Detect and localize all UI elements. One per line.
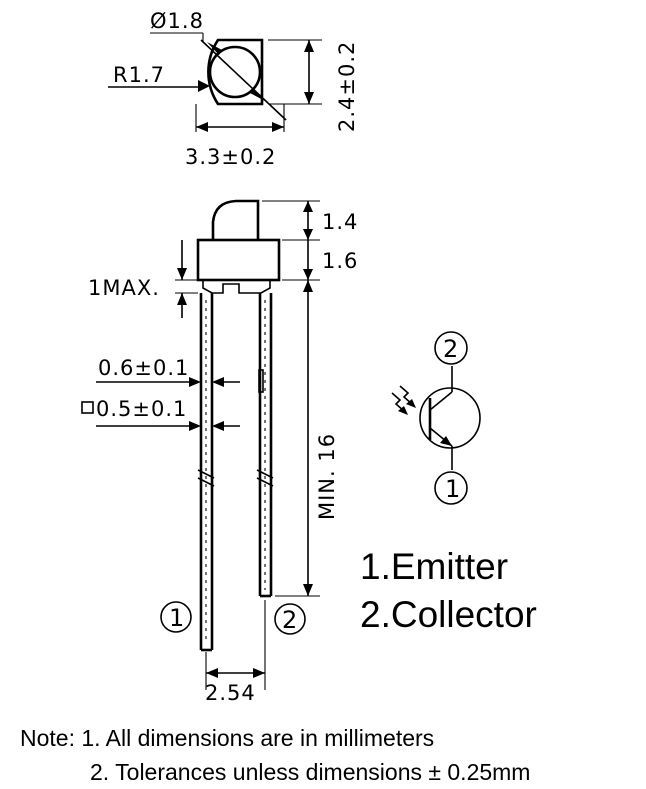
lead-width-label: 0.6±0.1 xyxy=(98,356,189,380)
note-line-1: Note: 1. All dimensions are in millimete… xyxy=(20,725,434,751)
emitter-pin-marker xyxy=(434,471,468,505)
emitter-pin-label: 1 xyxy=(445,475,460,503)
top-view: Ø1.8 R1.7 3.3±0.2 2.4±0.2 xyxy=(108,9,359,169)
collector-pin-marker xyxy=(434,331,468,365)
lead-pin1 xyxy=(197,293,215,652)
pin-legend: 1.Emitter 2.Collector xyxy=(360,546,537,635)
notes: Note: 1. All dimensions are in millimete… xyxy=(20,725,530,785)
top-view-outline xyxy=(207,38,264,106)
width-label: 3.3±0.2 xyxy=(185,145,276,169)
diameter-leader xyxy=(200,39,287,121)
lens-dome xyxy=(211,199,260,240)
radius-label: R1.7 xyxy=(113,63,165,87)
pin1-marker-label: 1 xyxy=(169,604,184,632)
side-view: 1.4 1.6 MIN. 16 1MAX. 0.6±0.1 0.5±0.1 2.… xyxy=(81,199,358,705)
collector-pin-label: 2 xyxy=(443,335,458,363)
lens-height-label: 1.4 xyxy=(322,210,358,234)
diameter-label: Ø1.8 xyxy=(150,9,204,33)
legend-collector: 2.Collector xyxy=(360,594,537,635)
lead-pin2 xyxy=(256,293,274,598)
pin1-marker xyxy=(160,601,192,633)
pin2-marker-label: 2 xyxy=(282,606,297,634)
body-height-label: 1.6 xyxy=(322,249,358,273)
note-line-2: 2. Tolerances unless dimensions ± 0.25mm xyxy=(90,759,530,785)
standoff-label: 1MAX. xyxy=(88,276,160,300)
transistor-circle xyxy=(419,387,481,449)
package-body xyxy=(196,238,281,282)
square-symbol-icon xyxy=(81,401,94,414)
legend-emitter: 1.Emitter xyxy=(360,546,508,587)
lead-square-label: 0.5±0.1 xyxy=(96,397,187,421)
lead-length-label: MIN. 16 xyxy=(315,433,339,520)
phototransistor-symbol: 2 1 xyxy=(391,331,481,505)
lens-circle xyxy=(208,45,262,99)
pin2-marker xyxy=(274,603,306,635)
pitch-label: 2.54 xyxy=(205,681,256,705)
light-arrows-icon xyxy=(391,385,416,415)
height-label: 2.4±0.2 xyxy=(335,41,359,132)
